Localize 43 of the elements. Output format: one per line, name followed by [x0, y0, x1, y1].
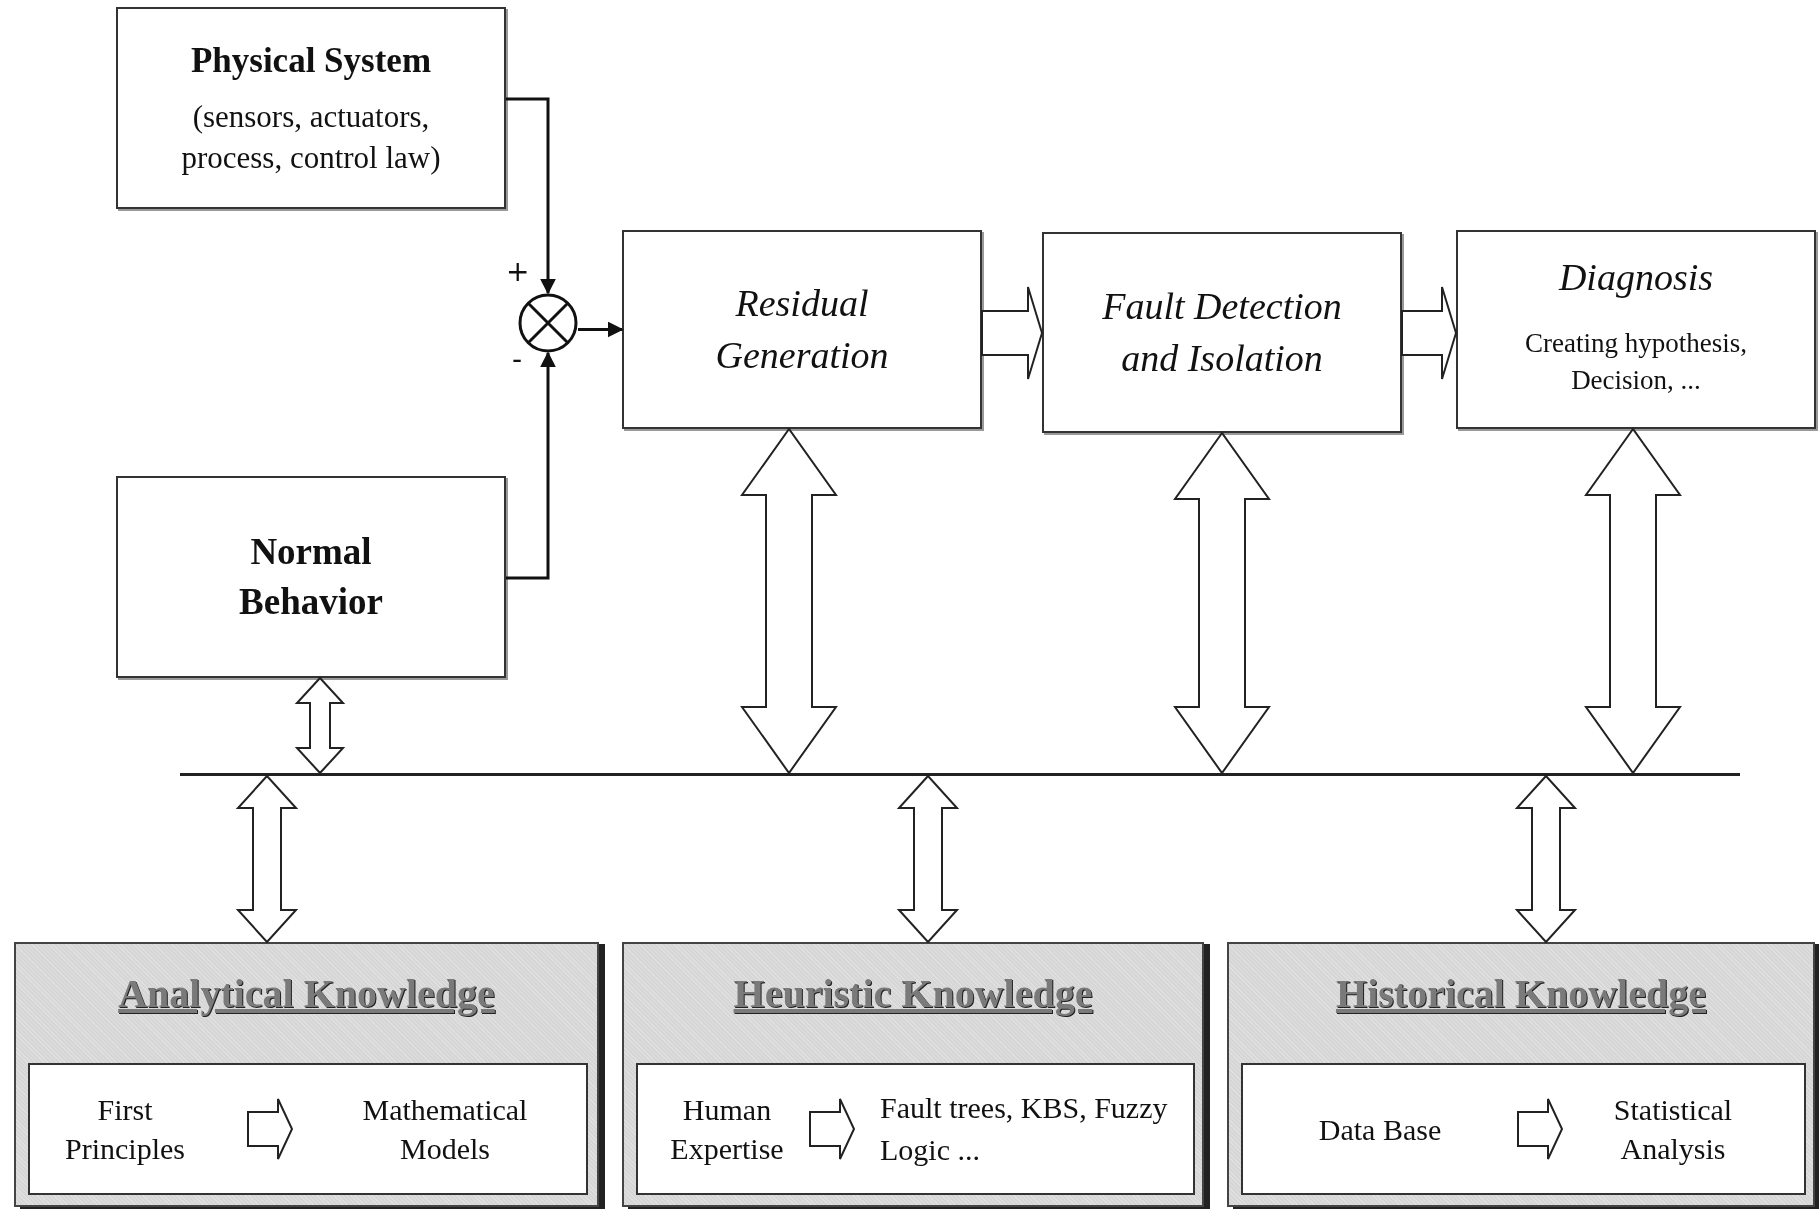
block-arrow	[235, 774, 299, 944]
bus-line	[180, 773, 1740, 776]
content-box	[1241, 1063, 1806, 1195]
text-label: Statistical Analysis	[1573, 1065, 1773, 1193]
panel-title: Analytical Knowledge	[117, 970, 496, 1017]
box-title: Diagnosis	[1558, 255, 1714, 300]
arrow	[578, 321, 624, 338]
block-arrow	[1584, 427, 1682, 775]
sign-label: +	[506, 258, 530, 286]
process-box	[1456, 230, 1816, 429]
box-subtitle: Creating hypothesis, Decision, ...	[1524, 327, 1748, 397]
text-label: Mathematical Models	[330, 1065, 560, 1193]
box-title: Fault Detection and Isolation	[1101, 284, 1343, 381]
block-arrow	[1173, 431, 1271, 775]
block-arrow	[1514, 774, 1578, 944]
block-arrow	[740, 427, 838, 775]
content-box	[28, 1063, 588, 1195]
box-subtitle: (sensors, actuators, process, control law)	[180, 98, 442, 177]
text-label: Fault trees, KBS, Fuzzy Logic ...	[854, 1065, 1193, 1193]
text-label: Human Expertise	[644, 1065, 810, 1193]
process-box	[116, 7, 506, 209]
process-box	[1042, 232, 1402, 433]
content-box	[636, 1063, 1195, 1195]
box-title: Normal Behavior	[238, 530, 384, 624]
block-arrow	[896, 774, 960, 944]
block-arrow	[981, 286, 1044, 380]
process-box	[116, 476, 506, 678]
box-title: Physical System	[190, 39, 432, 82]
panel-title: Historical Knowledge	[1335, 970, 1707, 1017]
block-arrow	[809, 1098, 856, 1160]
arrow	[506, 351, 556, 580]
block-arrow	[294, 676, 346, 775]
summing-junction	[518, 293, 578, 353]
box-title: Residual Generation	[714, 281, 890, 378]
text-label: First Principles	[40, 1065, 210, 1193]
arrow	[506, 97, 556, 295]
sign-label: -	[512, 346, 523, 374]
block-arrow	[1517, 1098, 1564, 1160]
text-label: Data Base	[1253, 1065, 1507, 1193]
block-arrow	[247, 1098, 294, 1160]
panel-title: Heuristic Knowledge	[732, 970, 1094, 1017]
process-box	[622, 230, 982, 429]
block-arrow	[1401, 286, 1458, 380]
